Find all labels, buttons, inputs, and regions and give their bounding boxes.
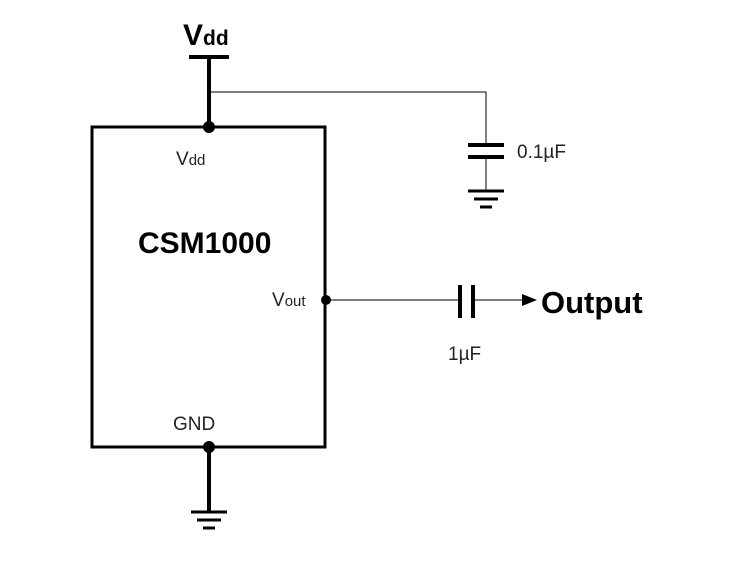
gnd-pin-label: GND <box>173 414 215 435</box>
vdd-pin-node <box>203 121 215 133</box>
output-arrow-icon <box>522 294 537 306</box>
chip-body <box>90 125 327 449</box>
chip-name: CSM1000 <box>138 227 271 260</box>
supply-label: Vdd <box>183 19 229 52</box>
vout-pin-label: Vout <box>272 290 306 311</box>
vdd-pin-label: Vdd <box>176 149 205 170</box>
decoupling-wire <box>209 91 487 144</box>
ground-icon-chip <box>191 510 227 530</box>
decoupling-capacitor-label: 0.1µF <box>517 142 566 163</box>
ground-icon-decoupling <box>468 189 504 209</box>
output-label: Output <box>541 285 643 320</box>
coupling-capacitor-label: 1µF <box>448 344 481 365</box>
